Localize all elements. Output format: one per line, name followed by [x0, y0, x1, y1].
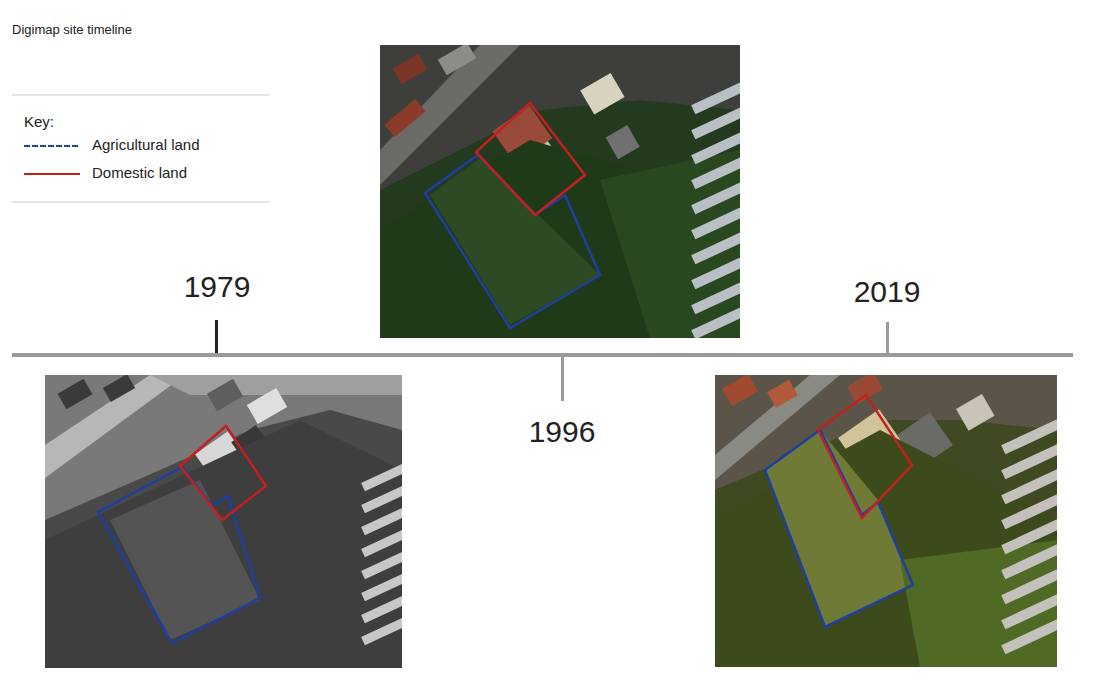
title: Digimap site timeline: [12, 22, 132, 37]
timeline-tick: [215, 320, 218, 353]
aerial-photo: [715, 375, 1057, 667]
aerial-photo: [380, 45, 740, 338]
legend-label: Agricultural land: [92, 136, 200, 153]
domestic-boundary: [476, 103, 585, 215]
aerial-photo: [45, 375, 402, 668]
timeline-tick: [886, 322, 889, 353]
agricultural-boundary: [425, 155, 600, 328]
domestic-boundary: [818, 395, 912, 518]
year-label: 1979: [184, 270, 251, 304]
timeline-axis: [12, 353, 1073, 357]
legend-line: [24, 135, 84, 157]
key-heading: Key:: [24, 113, 54, 130]
separator-line: [12, 201, 270, 203]
agricultural-boundary: [765, 430, 913, 627]
timeline-tick: [561, 357, 564, 401]
legend-label: Domestic land: [92, 164, 187, 181]
legend-line: [24, 163, 84, 185]
year-label: 1996: [529, 415, 596, 449]
domestic-boundary: [180, 426, 266, 520]
year-label: 2019: [854, 275, 921, 309]
separator-line: [12, 94, 270, 96]
agricultural-boundary: [98, 467, 260, 643]
